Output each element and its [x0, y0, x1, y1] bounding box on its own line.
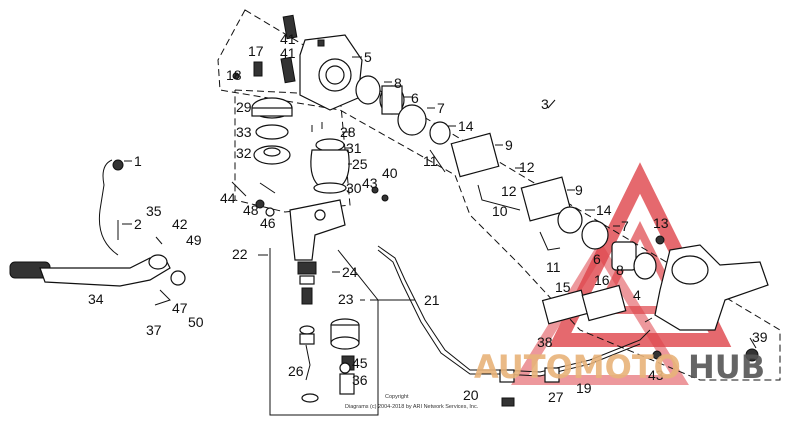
label-47: 47	[172, 300, 188, 316]
svg-text:Diagrams (c) 2004-2018 by ARI: Diagrams (c) 2004-2018 by ARI Network Se…	[345, 404, 479, 410]
svg-text:AUTOMOTO: AUTOMOTO	[474, 348, 681, 386]
label-32: 32	[236, 145, 252, 161]
label-11a: 11	[423, 153, 438, 169]
label-2: 2	[134, 216, 142, 232]
caliper-bracket	[541, 206, 769, 362]
label-26: 26	[288, 363, 304, 379]
brake-pedal	[9, 159, 186, 306]
label-50: 50	[188, 314, 204, 330]
label-8a: 8	[394, 75, 402, 91]
label-23: 23	[338, 291, 354, 307]
label-17: 17	[248, 43, 264, 59]
label-48: 48	[243, 202, 259, 218]
label-44: 44	[220, 190, 236, 206]
label-9b: 9	[575, 182, 583, 198]
label-43a: 43	[362, 175, 378, 191]
label-13: 13	[653, 215, 669, 231]
label-25: 25	[352, 156, 368, 172]
label-12b: 12	[501, 183, 517, 199]
label-29: 29	[236, 99, 252, 115]
label-3: 3	[541, 96, 549, 112]
label-46: 46	[260, 215, 276, 231]
label-20: 20	[463, 387, 479, 403]
label-30: 30	[346, 180, 362, 196]
label-41b: 41	[280, 45, 296, 61]
label-45: 45	[352, 355, 368, 371]
label-6b: 6	[593, 251, 601, 267]
label-16: 16	[594, 272, 610, 288]
pad-pins	[429, 149, 561, 251]
label-18: 18	[226, 67, 242, 83]
reservoir-parts	[251, 97, 350, 194]
caliper-body	[299, 34, 363, 111]
watermark-text: AUTOMOTO HUB	[474, 348, 765, 386]
label-28: 28	[340, 124, 356, 140]
svg-text:Copyright: Copyright	[385, 394, 409, 400]
label-15: 15	[555, 279, 571, 295]
label-1: 1	[134, 153, 142, 169]
label-41a: 41	[280, 31, 296, 47]
leader-lines	[122, 56, 757, 349]
hardware-fasteners	[231, 181, 662, 407]
label-9a: 9	[505, 137, 513, 153]
label-35: 35	[146, 203, 162, 219]
label-43b: 43	[648, 367, 664, 383]
label-21: 21	[424, 292, 440, 308]
label-6a: 6	[411, 90, 419, 106]
brake-hose	[377, 245, 651, 383]
label-31: 31	[346, 140, 362, 156]
assembly-outline-3	[217, 9, 781, 381]
caliper-bolts	[232, 14, 298, 84]
label-4: 4	[633, 287, 641, 303]
label-10: 10	[492, 203, 508, 219]
label-7b: 7	[621, 218, 629, 234]
master-cylinder-outline	[269, 248, 379, 416]
piston-seals	[355, 75, 451, 145]
label-12a: 12	[519, 159, 535, 175]
label-38: 38	[537, 334, 553, 350]
label-8b: 8	[616, 262, 624, 278]
label-34: 34	[88, 291, 104, 307]
label-36: 36	[352, 372, 368, 388]
label-19: 19	[576, 380, 592, 396]
label-22: 22	[232, 246, 248, 262]
label-27: 27	[548, 389, 564, 405]
label-24: 24	[342, 264, 358, 280]
brake-pads	[450, 132, 572, 222]
label-11b: 11	[546, 259, 561, 275]
label-7a: 7	[437, 100, 445, 116]
svg-text:HUB: HUB	[688, 348, 765, 386]
master-cylinder	[289, 199, 360, 403]
copyright-notice: Copyright Diagrams (c) 2004-2018 by ARI …	[345, 394, 479, 410]
label-40: 40	[382, 165, 398, 181]
label-49: 49	[186, 232, 202, 248]
label-37: 37	[146, 322, 162, 338]
label-5: 5	[364, 49, 372, 65]
label-14a: 14	[458, 118, 474, 134]
label-39: 39	[752, 329, 768, 345]
label-42: 42	[172, 216, 188, 232]
label-14b: 14	[596, 202, 612, 218]
label-33: 33	[236, 124, 252, 140]
part-labels: 1 2 3 4 5 6 6 7 7 8 8 9 9 10 11 11 12 12…	[88, 31, 768, 405]
